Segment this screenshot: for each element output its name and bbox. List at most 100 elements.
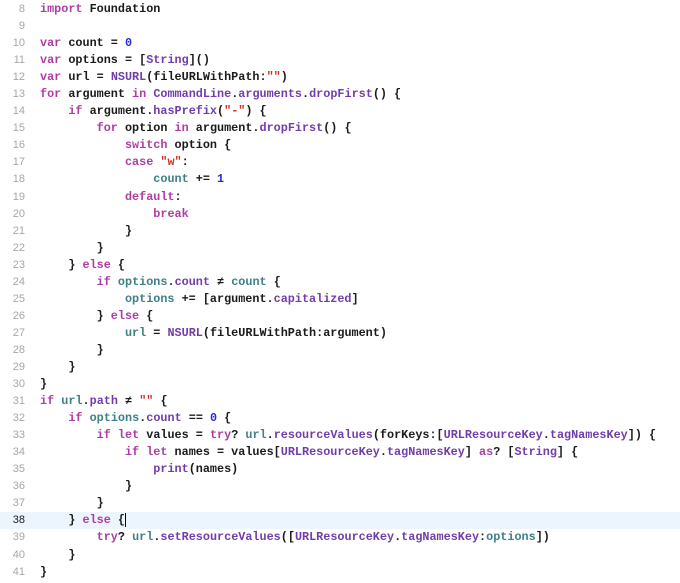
type-token: String <box>146 53 189 68</box>
line-number: 14 <box>12 105 25 118</box>
code-line[interactable]: 38 } else { <box>0 512 680 530</box>
type-token: URLResourceKey <box>443 428 543 443</box>
code-line[interactable]: 18 count += 1 <box>0 171 680 188</box>
line-code[interactable]: if options.count == 0 { <box>40 410 231 427</box>
line-code[interactable]: try? url.setResourceValues([URLResourceK… <box>40 529 550 546</box>
code-line[interactable]: 40 } <box>0 547 680 564</box>
code-line[interactable]: 35 print(names) <box>0 461 680 478</box>
code-line[interactable]: 28 } <box>0 342 680 359</box>
code-line[interactable]: 8 import Foundation <box>0 1 680 18</box>
line-code[interactable]: } <box>40 223 132 240</box>
line-code[interactable]: } else { <box>40 512 126 529</box>
line-code[interactable]: default: <box>40 189 182 206</box>
line-code[interactable]: } <box>40 359 75 376</box>
line-code[interactable]: } <box>40 547 75 564</box>
type-token: URLResourceKey <box>280 445 380 460</box>
keyword-token: var <box>40 53 62 68</box>
plain-token: ] <box>351 291 359 306</box>
line-code[interactable]: print(names) <box>40 461 238 478</box>
code-line[interactable]: 30} <box>0 376 680 393</box>
plain-token: } <box>40 359 76 374</box>
line-code[interactable]: case "w": <box>40 154 189 171</box>
plain-token <box>40 530 97 544</box>
code-line[interactable]: 36 } <box>0 478 680 495</box>
code-line[interactable]: 24 if options.count ≠ count { <box>0 274 680 291</box>
line-code[interactable]: } <box>40 478 132 495</box>
plain-token: () { <box>323 121 352 136</box>
code-line[interactable]: 9 <box>0 18 680 35</box>
line-code[interactable]: break <box>40 206 188 223</box>
code-line[interactable]: 22 } <box>0 240 680 257</box>
line-code[interactable]: url = NSURL(fileURLWithPath:argument) <box>40 325 387 342</box>
line-number: 33 <box>12 429 25 442</box>
plain-token: { <box>217 411 232 426</box>
plain-token: { <box>110 513 125 528</box>
line-code[interactable]: } <box>40 240 104 257</box>
line-code[interactable]: import Foundation <box>40 1 160 18</box>
plain-token: ) <box>280 70 288 85</box>
line-code[interactable]: if url.path ≠ "" { <box>40 393 168 410</box>
line-number: 23 <box>12 258 25 271</box>
line-code[interactable]: } else { <box>40 308 154 325</box>
line-code[interactable]: var count = 0 <box>40 35 132 52</box>
line-code[interactable]: var options = [String]() <box>40 52 210 69</box>
line-code[interactable]: if let values = try? url.resourceValues(… <box>40 427 656 444</box>
plain-token <box>40 462 153 476</box>
code-line[interactable]: 33 if let values = try? url.resourceValu… <box>0 427 680 444</box>
plain-token: ? <box>117 530 133 545</box>
code-line[interactable]: 37 } <box>0 495 680 512</box>
line-code[interactable]: } <box>40 495 104 512</box>
plain-token: option { <box>167 138 232 153</box>
code-line[interactable]: 32 if options.count == 0 { <box>0 410 680 427</box>
line-code[interactable]: for argument in CommandLine.arguments.dr… <box>40 86 401 103</box>
line-code[interactable]: for option in argument.dropFirst() { <box>40 120 352 137</box>
code-line[interactable]: 19 default: <box>0 189 680 206</box>
plain-token: (fileURLWithPath: <box>146 70 267 85</box>
code-line[interactable]: 29 } <box>0 359 680 376</box>
code-line[interactable]: 27 url = NSURL(fileURLWithPath:argument) <box>0 325 680 342</box>
plain-token <box>40 155 125 169</box>
line-number: 8 <box>18 3 25 15</box>
keyword-token: else <box>82 257 111 272</box>
line-number: 27 <box>12 326 25 339</box>
line-code[interactable]: } <box>40 564 47 581</box>
code-line[interactable]: 41} <box>0 564 680 581</box>
line-code[interactable]: } <box>40 342 104 359</box>
code-line[interactable]: 16 switch option { <box>0 137 680 154</box>
line-code[interactable]: } <box>40 376 47 393</box>
code-line[interactable]: 25 options += [argument.capitalized] <box>0 291 680 308</box>
type-token: NSURL <box>167 325 203 340</box>
code-line[interactable]: 17 case "w": <box>0 154 680 171</box>
line-code[interactable]: if let names = values[URLResourceKey.tag… <box>40 444 578 461</box>
plain-token: values = <box>139 428 210 443</box>
line-code[interactable]: if options.count ≠ count { <box>40 274 281 291</box>
line-code[interactable]: options += [argument.capitalized] <box>40 291 359 308</box>
code-line[interactable]: 20 break <box>0 206 680 223</box>
plain-token: == <box>181 411 210 426</box>
code-line[interactable]: 39 try? url.setResourceValues([URLResour… <box>0 529 680 546</box>
line-code[interactable]: var url = NSURL(fileURLWithPath:"") <box>40 69 288 86</box>
line-code[interactable]: switch option { <box>40 137 231 154</box>
code-line[interactable]: 14 if argument.hasPrefix("-") { <box>0 103 680 120</box>
line-number: 16 <box>12 139 25 152</box>
line-code[interactable]: if argument.hasPrefix("-") { <box>40 103 266 120</box>
line-code[interactable]: } else { <box>40 257 125 274</box>
keyword-token: let <box>146 445 168 460</box>
plain-token <box>111 275 118 289</box>
line-number: 20 <box>12 207 25 220</box>
code-line[interactable]: 21 } <box>0 223 680 240</box>
code-line[interactable]: 26 } else { <box>0 308 680 325</box>
type-token: CommandLine <box>153 87 232 102</box>
line-code[interactable]: count += 1 <box>40 171 224 188</box>
code-line[interactable]: 23 } else { <box>0 257 680 274</box>
plain-token: url = <box>61 70 111 85</box>
plain-token: : <box>174 189 182 204</box>
code-line[interactable]: 34 if let names = values[URLResourceKey.… <box>0 444 680 461</box>
code-line[interactable]: 15 for option in argument.dropFirst() { <box>0 120 680 137</box>
